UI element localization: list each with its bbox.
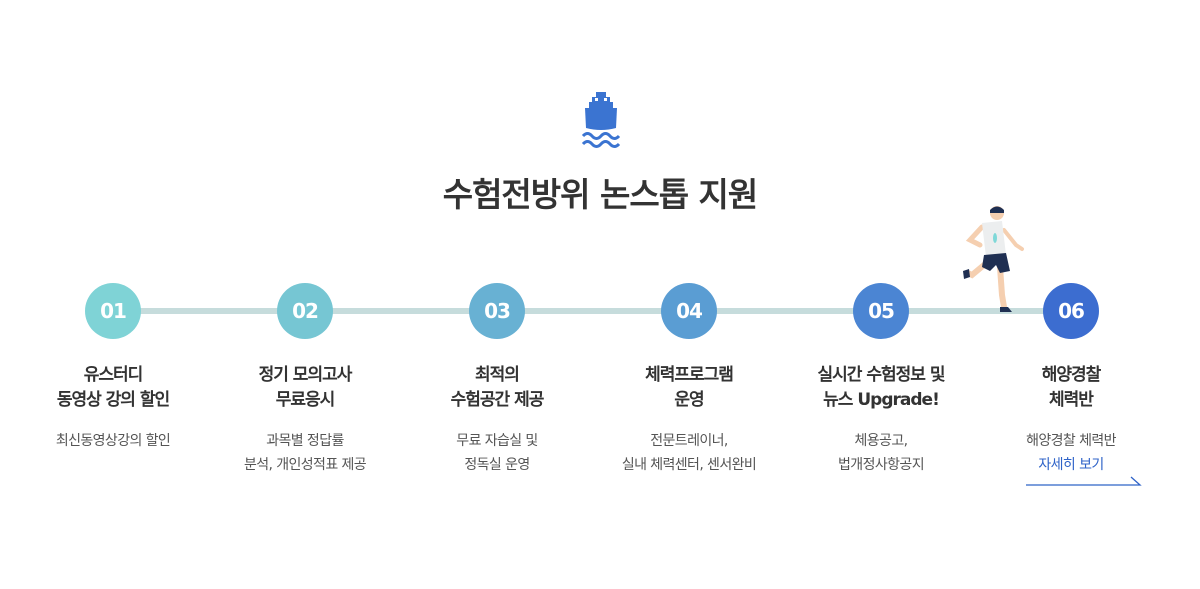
page-title: 수험전방위 논스톱 지원 (442, 175, 759, 214)
timeline-track (113, 308, 1071, 314)
step-description: 해양경찰 체력반 자세히 보기 (976, 429, 1166, 477)
runner-illustration (963, 206, 1024, 312)
step-number-badge: 01 (85, 283, 141, 339)
step-description: 전문트레이너,실내 체력센터, 센서완비 (621, 433, 757, 473)
arrow-right-icon (1026, 476, 1142, 486)
step-description: 최신동영상강의 할인 (55, 433, 171, 449)
step-description: 체용공고,법개정사항공지 (838, 433, 925, 473)
view-details-link[interactable]: 자세히 보기 (1038, 457, 1104, 473)
step-number-badge: 03 (469, 283, 525, 339)
ship-icon (582, 92, 620, 148)
step-number-badge: 02 (277, 283, 333, 339)
step-number-badge: 05 (853, 283, 909, 339)
step-number-badge: 06 (1043, 283, 1099, 339)
step-number-badge: 04 (661, 283, 717, 339)
